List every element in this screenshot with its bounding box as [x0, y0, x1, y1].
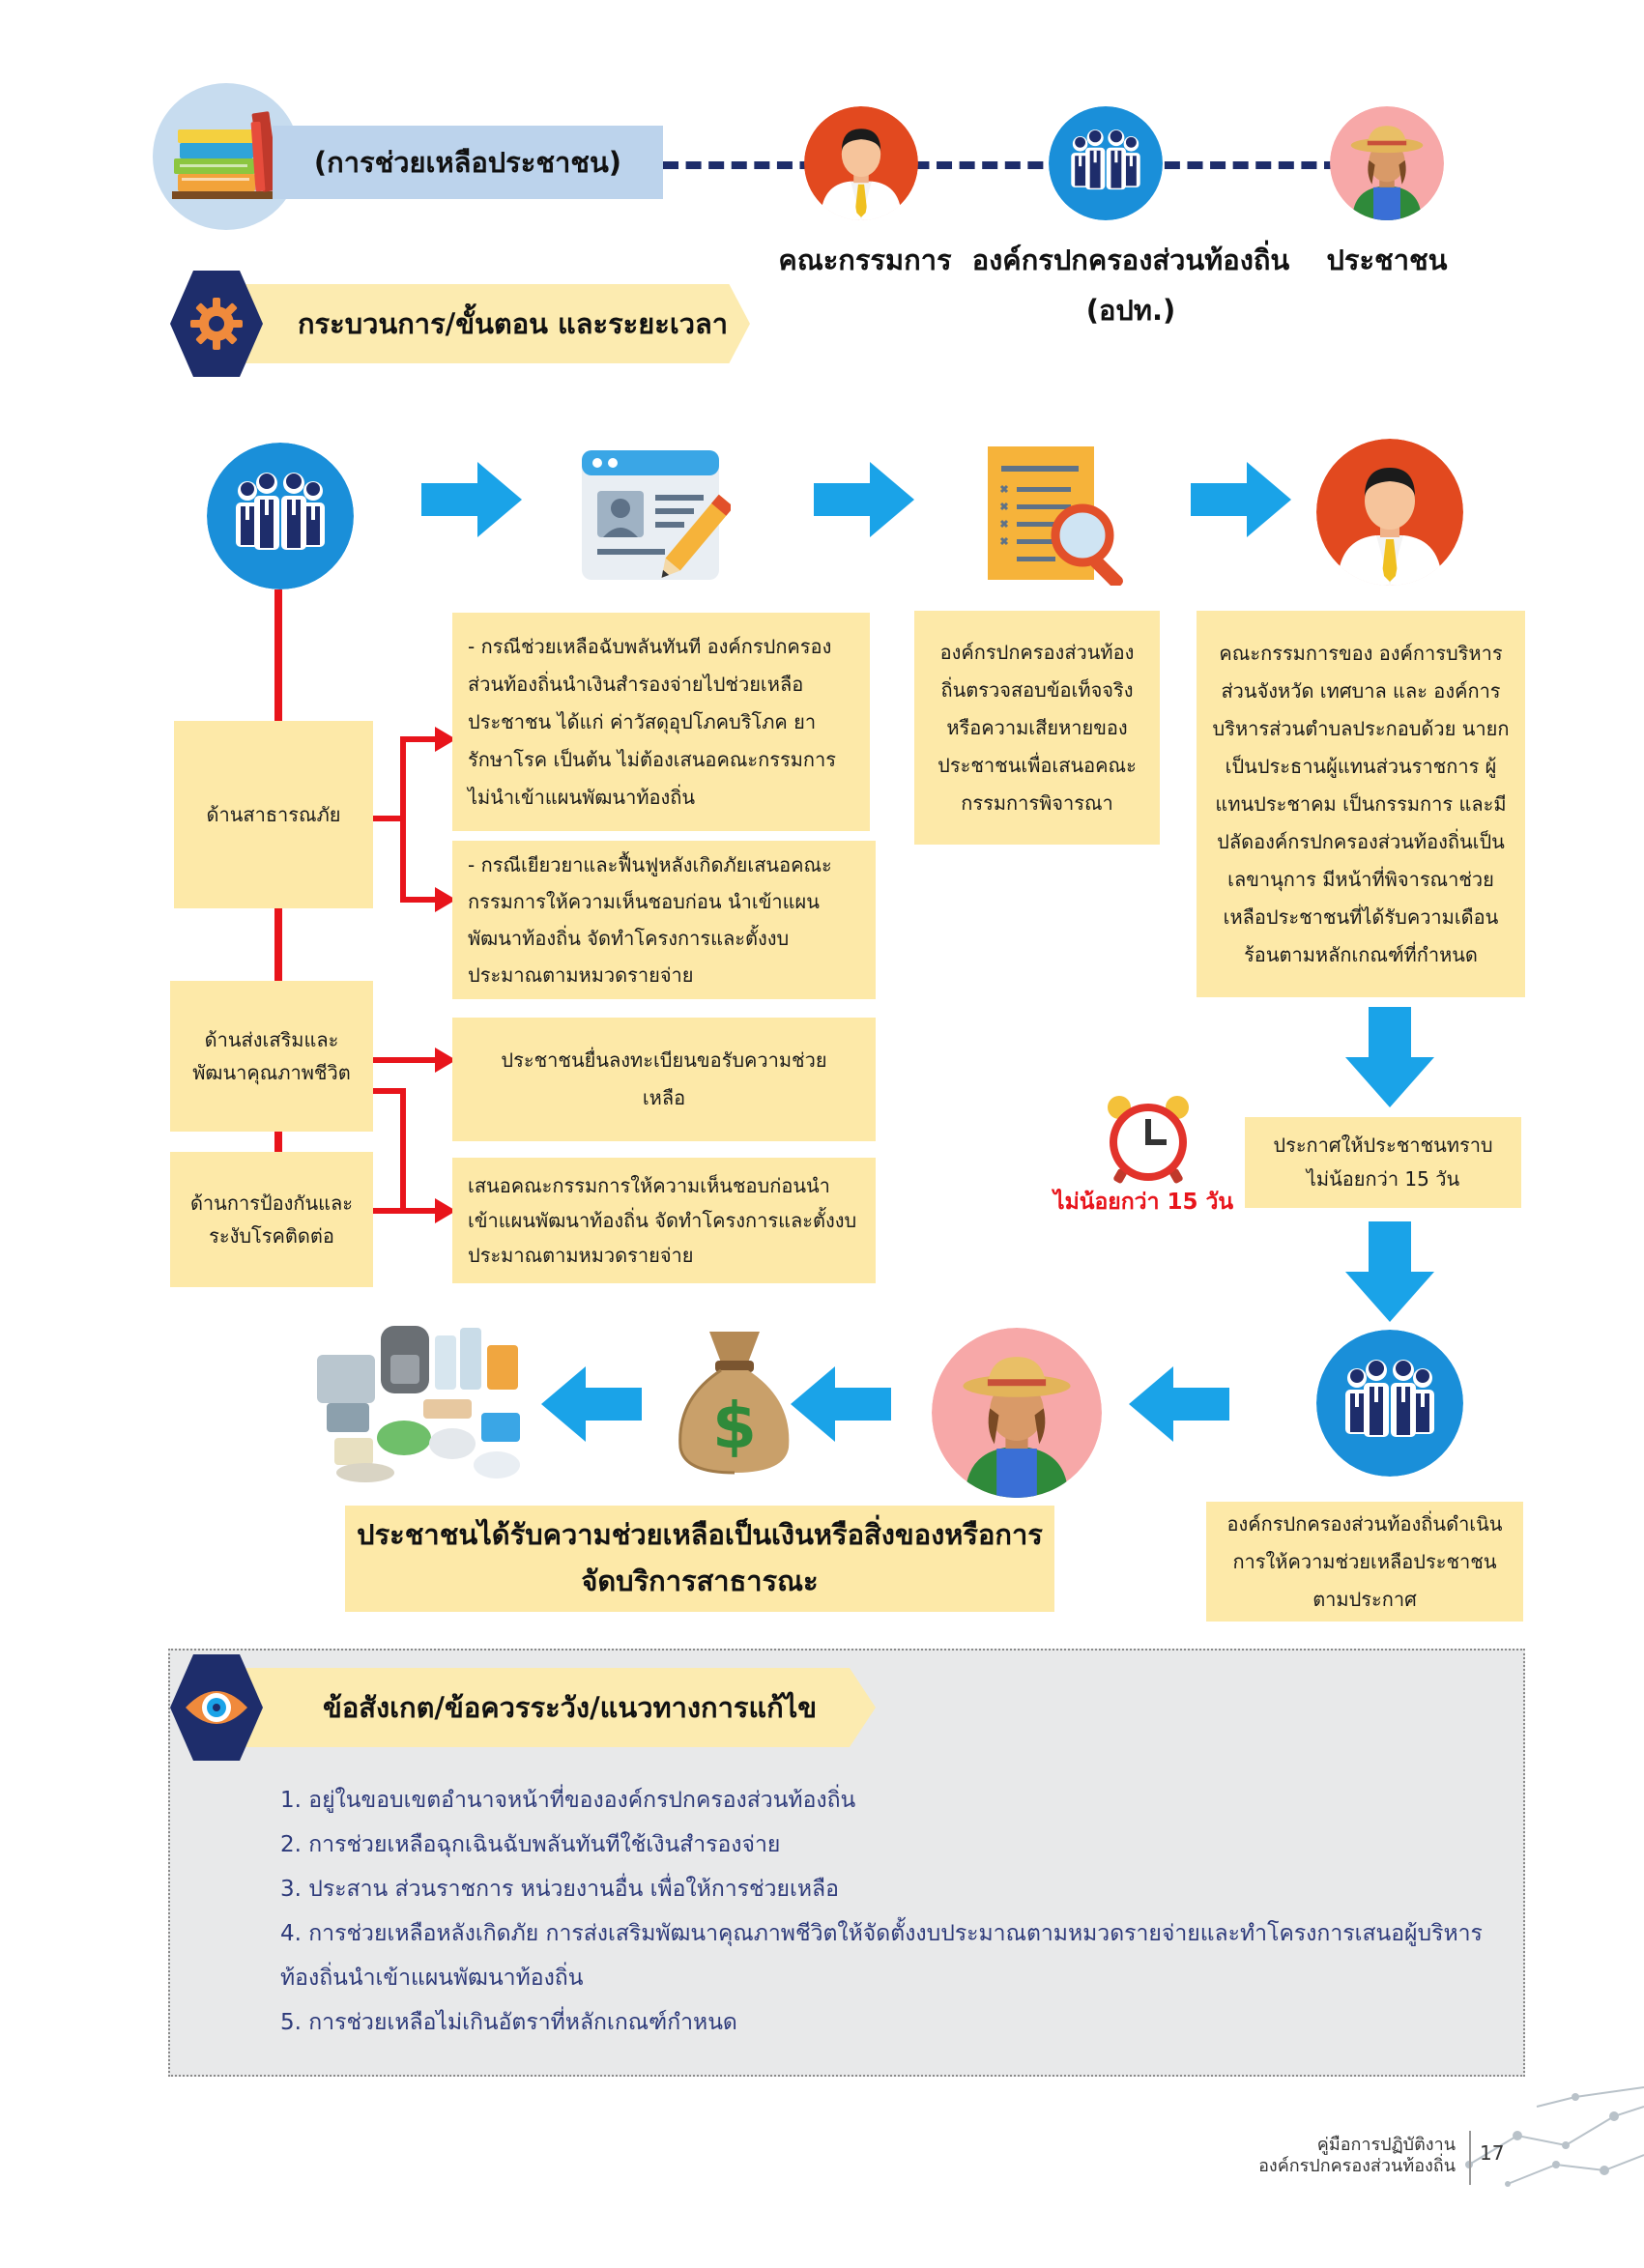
category-tree-line	[274, 589, 282, 1266]
circuit-decoration-icon	[1465, 2086, 1644, 2187]
arrow-right-icon	[1191, 462, 1291, 537]
list-item: 2. การช่วยเหลือฉุกเฉินฉับพลันทันทีใช้เงิ…	[280, 1832, 781, 1857]
gear-icon	[190, 298, 243, 350]
red-arrow-icon	[435, 1048, 456, 1073]
farmer-icon	[932, 1328, 1102, 1498]
group-icon	[1316, 1330, 1463, 1477]
connector	[400, 736, 443, 742]
money-bag-icon: $	[678, 1332, 790, 1475]
form-edit-icon	[582, 450, 731, 580]
deadline-label: ไม่น้อยกว่า 15 วัน	[1053, 1190, 1234, 1215]
category-disease-control: ด้านการป้องกันและระงับโรคติดต่อ	[170, 1152, 373, 1287]
observations-heading: ข้อสังเกต/ข้อควรระวัง/แนวทางการแก้ไข	[222, 1668, 876, 1747]
list-item: 5. การช่วยเหลือไม่เกินอัตราที่หลักเกณฑ์ก…	[280, 2010, 737, 2035]
footer-line-2: องค์กรปกครองส่วนท้องถิ่น	[1258, 2156, 1456, 2176]
box-emergency-aid: - กรณีช่วยเหลือฉับพลันทันที องค์กรปกครอง…	[452, 613, 870, 831]
businessman-icon	[1316, 439, 1463, 586]
arrow-right-icon	[421, 462, 522, 537]
box-propose: เสนอคณะกรรมการให้ความเห็นชอบก่อนนำเข้าแผ…	[452, 1158, 876, 1283]
box-committee: คณะกรรมการของ องค์การบริหารส่วนจังหวัด เ…	[1197, 611, 1525, 997]
box-deliver: องค์กรปกครองส่วนท้องถิ่นดำเนินการให้ความ…	[1206, 1502, 1523, 1622]
red-arrow-icon	[435, 887, 456, 912]
footer-caption: คู่มือการปฏิบัติงาน องค์กรปกครองส่วนท้อง…	[1256, 2135, 1456, 2177]
connector	[400, 1208, 443, 1214]
box-recovery-aid: - กรณีเยียวยาและฟื้นฟูหลังเกิดภัยเสนอคณะ…	[452, 841, 876, 999]
arrow-right-icon	[814, 462, 914, 537]
list-item: 1. อยู่ในขอบเขตอำนาจหน้าที่ขององค์กรปกคร…	[280, 1788, 856, 1813]
group-icon	[207, 443, 354, 589]
role-sublabel-local-gov: (อปท.)	[1085, 294, 1176, 327]
list-item: 3. ประสาน ส่วนราชการ หน่วยงานอื่น เพื่อใ…	[280, 1877, 839, 1902]
process-heading: กระบวนการ/ขั้นตอน และระยะเวลา	[228, 284, 750, 363]
list-item: 4. การช่วยเหลือหลังเกิดภัย การส่งเสริมพั…	[280, 1921, 1483, 1991]
connector	[400, 897, 443, 903]
arrow-left-icon	[1129, 1366, 1229, 1442]
businessman-icon	[804, 106, 918, 220]
role-label-citizen: ประชาชน	[1326, 244, 1448, 276]
box-announce: ประกาศให้ประชาชนทราบไม่น้อยกว่า 15 วัน	[1245, 1117, 1521, 1208]
connector	[373, 1088, 406, 1094]
footer-line-1: คู่มือการปฏิบัติงาน	[1316, 2135, 1456, 2155]
arrow-left-icon	[791, 1366, 891, 1442]
arrow-down-icon	[1345, 1221, 1434, 1322]
group-icon	[1049, 106, 1163, 220]
category-disaster: ด้านสาธารณภัย	[174, 721, 373, 908]
connector	[373, 1057, 443, 1063]
red-arrow-icon	[435, 727, 456, 752]
arrow-left-icon	[541, 1366, 642, 1442]
alarm-clock-icon	[1108, 1096, 1189, 1184]
role-connector-line	[663, 161, 1340, 169]
supplies-icon	[317, 1326, 520, 1482]
box-verify: องค์กรปกครองส่วนท้องถิ่นตรวจสอบข้อเท็จจร…	[914, 611, 1160, 845]
svg-text:$: $	[712, 1389, 757, 1463]
connector	[400, 1088, 406, 1212]
page-number: 17	[1480, 2141, 1505, 2165]
category-quality-of-life: ด้านส่งเสริมและพัฒนาคุณภาพชีวิต	[170, 981, 373, 1132]
eye-icon-badge	[170, 1654, 263, 1761]
page-title: (การช่วยเหลือประชาชน)	[273, 126, 663, 199]
observations-list: 1. อยู่ในขอบเขตอำนาจหน้าที่ขององค์กรปกคร…	[280, 1778, 1508, 2045]
arrow-down-icon	[1345, 1007, 1434, 1107]
footer-divider	[1469, 2131, 1471, 2185]
result-box: ประชาชนได้รับความช่วยเหลือเป็นเงินหรือสิ…	[345, 1506, 1054, 1612]
role-label-local-gov: องค์กรปกครองส่วนท้องถิ่น	[971, 244, 1290, 276]
document-search-icon	[988, 446, 1124, 586]
gear-icon-badge	[170, 271, 263, 377]
role-label-committee: คณะกรรมการ	[778, 244, 952, 276]
connector	[373, 816, 404, 821]
farmer-icon	[1330, 106, 1444, 220]
connector	[373, 1208, 406, 1214]
red-arrow-icon	[435, 1198, 456, 1223]
box-register: ประชาชนยื่นลงทะเบียนขอรับความช่วยเหลือ	[452, 1018, 876, 1141]
eye-icon	[186, 1691, 247, 1724]
connector	[400, 736, 406, 901]
